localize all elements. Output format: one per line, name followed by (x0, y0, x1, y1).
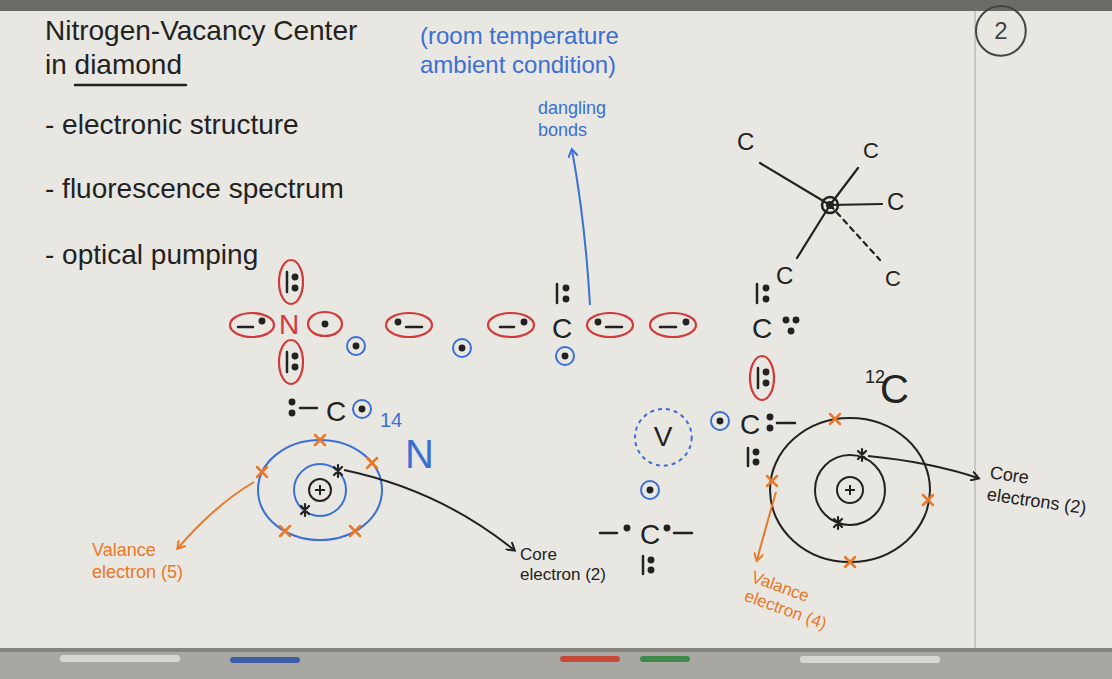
topic-item: - optical pumping (45, 238, 258, 272)
element-symbol: N (405, 430, 434, 478)
mass-number: 14 (380, 408, 402, 432)
atom-symbol: C (752, 312, 772, 346)
board-title: Nitrogen-Vacancy Center in diamond (45, 14, 385, 81)
vacancy-circle: V (633, 407, 694, 468)
atom-symbol: C (776, 262, 793, 291)
atom-symbol: C (737, 128, 754, 157)
node-text: V (654, 420, 673, 454)
atom-symbol: C (552, 312, 572, 346)
atom-symbol: C (640, 518, 660, 552)
atom-symbol: C (887, 188, 904, 217)
page-number-circle: 2 (974, 4, 1028, 58)
topic-item: - fluorescence spectrum (45, 172, 344, 206)
condition-note: (room temperature ambient condition) (420, 22, 710, 80)
callout-label: Core electrons (2) (986, 462, 1103, 520)
annotation: dangling bonds (538, 98, 618, 141)
topic-item: - electronic structure (45, 108, 299, 142)
atom-symbol: C (885, 266, 901, 292)
callout-label: Core electron (2) (520, 545, 620, 586)
element-symbol: C (880, 365, 909, 413)
callout-label: Valance electron (5) (92, 540, 202, 583)
atom-symbol: C (326, 395, 346, 429)
atom-symbol: N (279, 308, 299, 342)
atom-symbol: C (740, 408, 760, 442)
atom-symbol: C (863, 138, 879, 164)
node-text: 2 (994, 17, 1007, 46)
callout-label: Valance electron (4) (741, 567, 858, 643)
